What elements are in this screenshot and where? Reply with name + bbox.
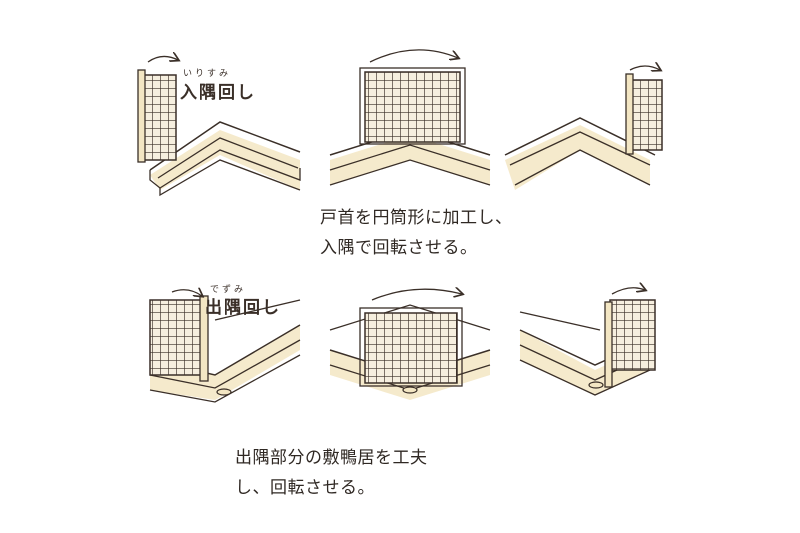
bottom-caption-line-1: 出隅部分の敷鴨居を工夫 [235,443,428,473]
rotation-arrow-icon [630,66,660,70]
rotation-arrow-icon [172,290,202,296]
inner-corner-step-2 [330,50,490,185]
inner-corner-label: 入隅回し [180,78,256,103]
top-caption-line-1: 戸首を円筒形に加工し、 [320,203,513,233]
outer-corner-step-3 [520,288,655,395]
bottom-caption-line-2: し、回転させる。 [235,473,428,503]
outer-corner-step-2 [330,289,490,400]
inner-corner-step-3 [505,66,662,190]
top-caption: 戸首を円筒形に加工し、 入隅で回転させる。 [320,203,513,263]
rotation-arrow-icon [148,56,178,62]
shoji-screen-icon [150,300,202,375]
rotation-arrow-icon [370,50,458,62]
bottom-caption: 出隅部分の敷鴨居を工夫 し、回転させる。 [235,443,428,503]
rotation-arrow-icon [612,288,645,294]
shoji-screen-icon [365,72,460,142]
shoji-screen-icon [365,313,457,383]
shoji-screen-icon [610,300,655,370]
outer-corner-label: 出隅回し [205,293,281,318]
rotation-arrow-icon [372,289,462,300]
top-caption-line-2: 入隅で回転させる。 [320,233,513,263]
